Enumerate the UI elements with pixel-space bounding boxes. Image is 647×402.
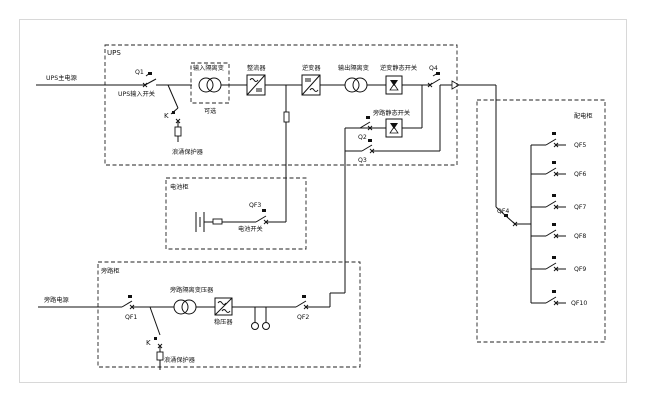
- feeder-qf8: QF8: [531, 223, 586, 240]
- q1-label: Q1: [135, 69, 144, 76]
- qf1-switch: [121, 300, 133, 308]
- battery-cabinet: [165, 177, 307, 250]
- q4-label: Q4: [429, 65, 438, 72]
- qf9-label: QF9: [574, 266, 586, 273]
- qf10-label: QF10: [571, 300, 587, 307]
- qf3-label: QF3: [249, 202, 261, 209]
- bypass-title: 旁路柜: [101, 267, 120, 275]
- ups-k-label: K: [164, 112, 169, 120]
- dc-fuse: [283, 111, 290, 123]
- bypass-surge-protector: [156, 351, 164, 361]
- battery-switch-label: 电池开关: [238, 225, 263, 233]
- qf4-label: QF4: [497, 208, 509, 215]
- bypass-transformer-coil-1: [173, 299, 189, 315]
- distribution-title: 配电柜: [574, 112, 593, 120]
- bypass-source-label: 旁路电源: [44, 296, 69, 304]
- ups-cabinet: [104, 44, 458, 166]
- inverter-static-switch-label: 逆变静态开关: [380, 64, 417, 72]
- input-transformer-coil-2: [206, 77, 222, 93]
- input-transformer-coil-1: [198, 77, 214, 93]
- ups-mains-label: UPS主电源: [46, 74, 77, 82]
- battery-title: 电池柜: [170, 183, 189, 191]
- optional-label: 可选: [204, 107, 216, 115]
- battery-fuse: [212, 218, 223, 225]
- bypass-static-switch-label: 旁路静态开关: [373, 109, 410, 117]
- qf5-label: QF5: [574, 142, 586, 149]
- q3-switch: [361, 144, 373, 152]
- qf1-label: QF1: [125, 314, 137, 321]
- input-isolation-label: 输入隔离变: [193, 64, 224, 72]
- bypass-surge-label: 浪涌保护器: [164, 356, 196, 364]
- feeder-qf7: QF7: [531, 194, 586, 211]
- bypass-surge-branch: [149, 306, 161, 336]
- bypass-transformer-coil-2: [181, 299, 197, 315]
- output-transformer-coil-2: [352, 77, 368, 93]
- q2-switch: [359, 121, 371, 129]
- feeder-qf9: QF9: [531, 256, 586, 273]
- bypass-transformer-label: 旁路隔离变压器: [170, 286, 214, 294]
- voltmeter: [251, 322, 259, 330]
- ups-input-switch-label: UPS输入开关: [118, 90, 155, 98]
- qf3-switch: [255, 215, 267, 223]
- distribution-cabinet: [476, 99, 606, 343]
- q1-actuator: [148, 72, 152, 75]
- feeder-qf10: QF10: [531, 290, 587, 307]
- stabilizer-label: 稳压器: [214, 318, 233, 326]
- ammeter: [262, 322, 270, 330]
- ups-surge-label: 浪涌保护器: [172, 148, 204, 156]
- output-arrow: [451, 80, 460, 90]
- surge-branch-line: [167, 84, 179, 109]
- q2-label: Q2: [358, 134, 367, 141]
- bypass-k-label: K: [146, 339, 151, 347]
- ups-surge-protector: [174, 126, 182, 137]
- output-transformer-coil-1: [344, 77, 360, 93]
- qf2-label: QF2: [297, 314, 309, 321]
- qf2-switch: [295, 300, 307, 308]
- qf6-label: QF6: [574, 171, 586, 178]
- ups-title: UPS: [107, 49, 121, 57]
- qf8-label: QF8: [574, 233, 586, 240]
- feeder-qf5: QF5: [531, 132, 586, 149]
- output-isolation-label: 输出隔离变: [338, 64, 369, 72]
- rectifier-label: 整流器: [247, 64, 266, 72]
- feeder-qf6: QF6: [531, 161, 586, 178]
- q1-switch: [144, 78, 157, 86]
- inverter-label: 逆变器: [302, 64, 321, 72]
- q3-label: Q3: [358, 157, 367, 164]
- qf7-label: QF7: [574, 204, 586, 211]
- diagram-frame: [19, 19, 627, 383]
- bypass-cabinet: [97, 261, 361, 368]
